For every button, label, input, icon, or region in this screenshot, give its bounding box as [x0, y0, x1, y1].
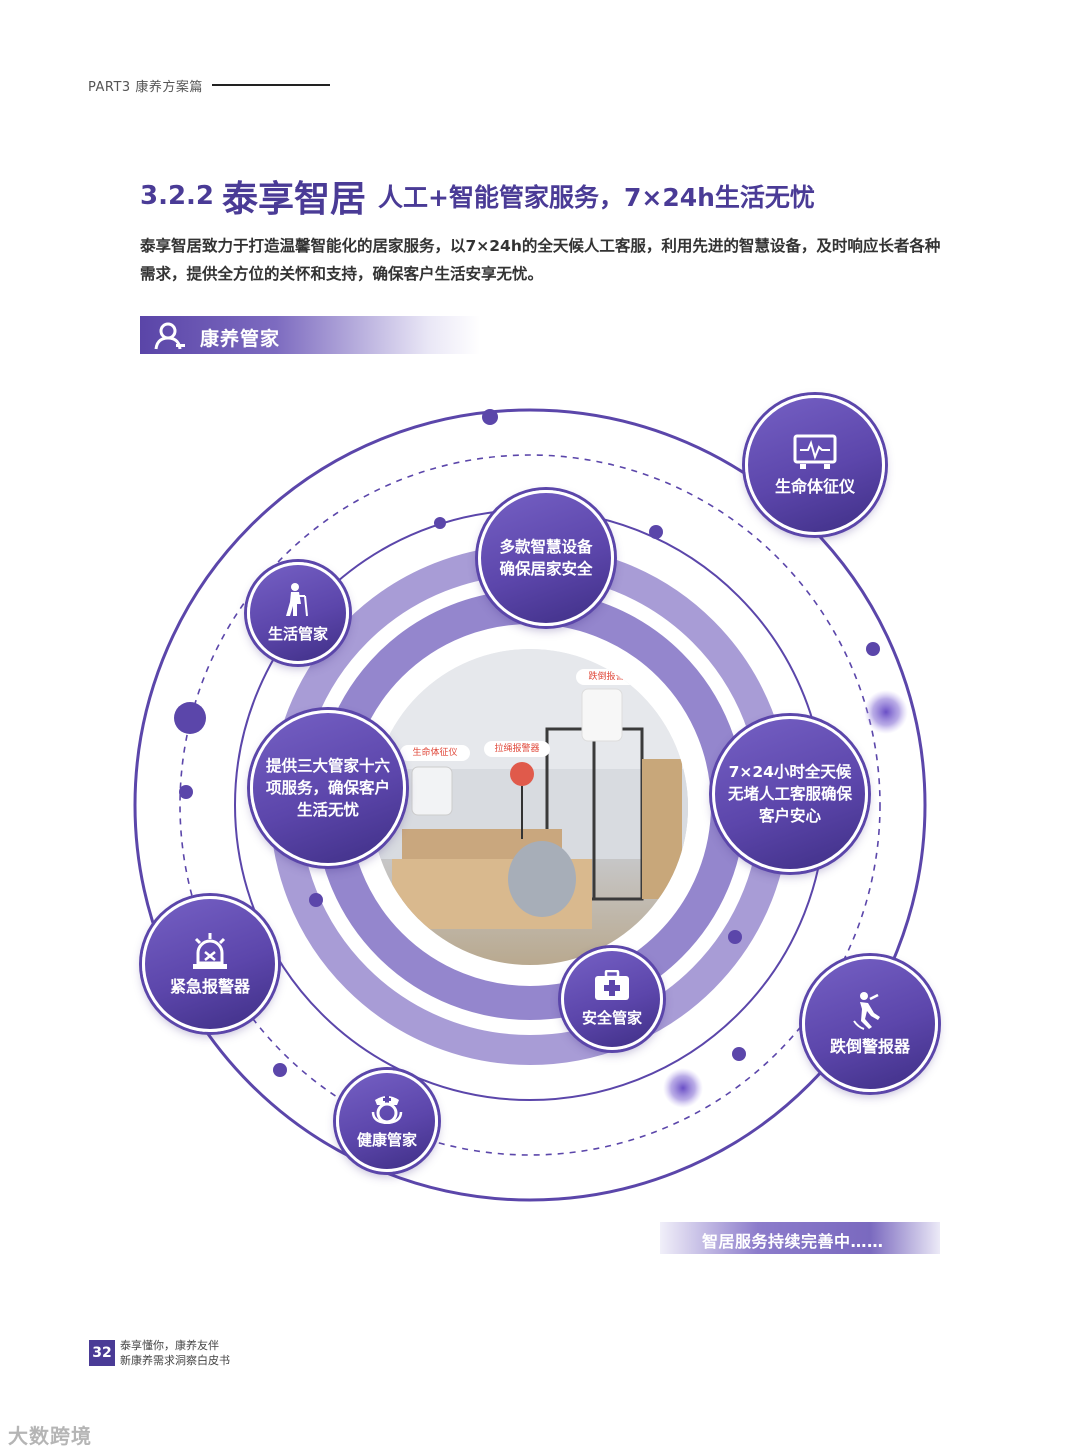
node-safety-butler-label: 安全管家: [581, 1009, 642, 1027]
node-vital-monitor: 生命体征仪: [745, 395, 885, 535]
footer-text: 泰享懂你，康养友伴 新康养需求洞察白皮书: [120, 1338, 230, 1368]
watermark: 大数跨境: [8, 1424, 92, 1448]
section-header: 康养管家: [140, 316, 480, 354]
alarm-light-icon: [188, 931, 232, 977]
footer-line-2: 新康养需求洞察白皮书: [120, 1354, 230, 1367]
ring-dot-large: [174, 702, 206, 734]
room-photo: 生命体征仪 拉绳报警器 跌倒报警器: [372, 649, 688, 965]
ring-dot: [482, 409, 498, 425]
node-life-butler-label: 生活管家: [267, 625, 328, 643]
ring-dot: [273, 1063, 287, 1077]
ring-dot: [434, 517, 446, 529]
part-label: PART3 康养方案篇: [88, 80, 203, 95]
node-three-butlers-text: 提供三大管家十六项服务，确保客户生活无忧: [266, 757, 391, 819]
dashed-ring: [179, 454, 881, 1156]
photo-label-vital: 生命体征仪: [412, 748, 458, 758]
first-aid-kit-icon: [593, 970, 631, 1008]
ring-dot: [179, 785, 193, 799]
nurse-icon: [369, 1092, 405, 1130]
node-smart-devices: 多款智慧设备确保居家安全: [478, 490, 614, 626]
node-fall-alarm-label: 跌倒警报器: [829, 1037, 910, 1056]
header-rule: [212, 84, 330, 86]
falling-person-icon: [850, 991, 890, 1037]
node-fall-alarm: 跌倒警报器: [802, 956, 938, 1092]
node-safety-butler: 安全管家: [561, 948, 663, 1050]
node-emergency-alarm: 紧急报警器: [142, 896, 278, 1032]
ring-dot: [309, 893, 323, 907]
section-label: 康养管家: [200, 328, 281, 350]
page-number: 32: [89, 1340, 115, 1366]
node-life-butler: 生活管家: [247, 562, 349, 664]
outer-ring: [133, 408, 927, 1202]
elderly-person-icon: [283, 582, 313, 624]
node-vital-monitor-label: 生命体征仪: [774, 477, 855, 496]
user-icon: [154, 322, 186, 354]
monitor-icon: [792, 433, 838, 477]
node-24h-service-text: 7×24小时全天候无堵人工客服确保客户安心: [728, 763, 853, 825]
ring-dot: [649, 525, 663, 539]
intro-paragraph: 泰享智居致力于打造温馨智能化的居家服务，以7×24h的全天候人工客服，利用先进的…: [140, 237, 941, 283]
node-emergency-alarm-label: 紧急报警器: [169, 977, 250, 996]
footer-line-1: 泰享懂你，康养友伴: [120, 1339, 219, 1352]
ring-dot: [728, 930, 742, 944]
photo-label-fall: 跌倒报警器: [588, 672, 634, 682]
tagline-text: 智居服务持续完善中……: [702, 1232, 884, 1251]
photo-label-pull: 拉绳报警器: [494, 744, 540, 754]
ring-glow-dot: [864, 690, 908, 734]
ring-dot: [732, 1047, 746, 1061]
node-health-butler-label: 健康管家: [356, 1131, 417, 1149]
ring-glow-dot: [663, 1068, 703, 1108]
title-main: 泰享智居: [222, 179, 367, 220]
title-subtitle: 人工+智能管家服务，7×24h生活无忧: [378, 183, 815, 212]
tagline-bar: 智居服务持续完善中……: [660, 1222, 940, 1254]
node-24h-service: 7×24小时全天候无堵人工客服确保客户安心: [712, 716, 868, 872]
node-smart-devices-text: 多款智慧设备确保居家安全: [499, 538, 593, 578]
node-three-butlers: 提供三大管家十六项服务，确保客户生活无忧: [250, 710, 406, 866]
ring-dot: [866, 642, 880, 656]
node-health-butler: 健康管家: [336, 1070, 438, 1172]
title-number: 3.2.2: [140, 181, 215, 211]
